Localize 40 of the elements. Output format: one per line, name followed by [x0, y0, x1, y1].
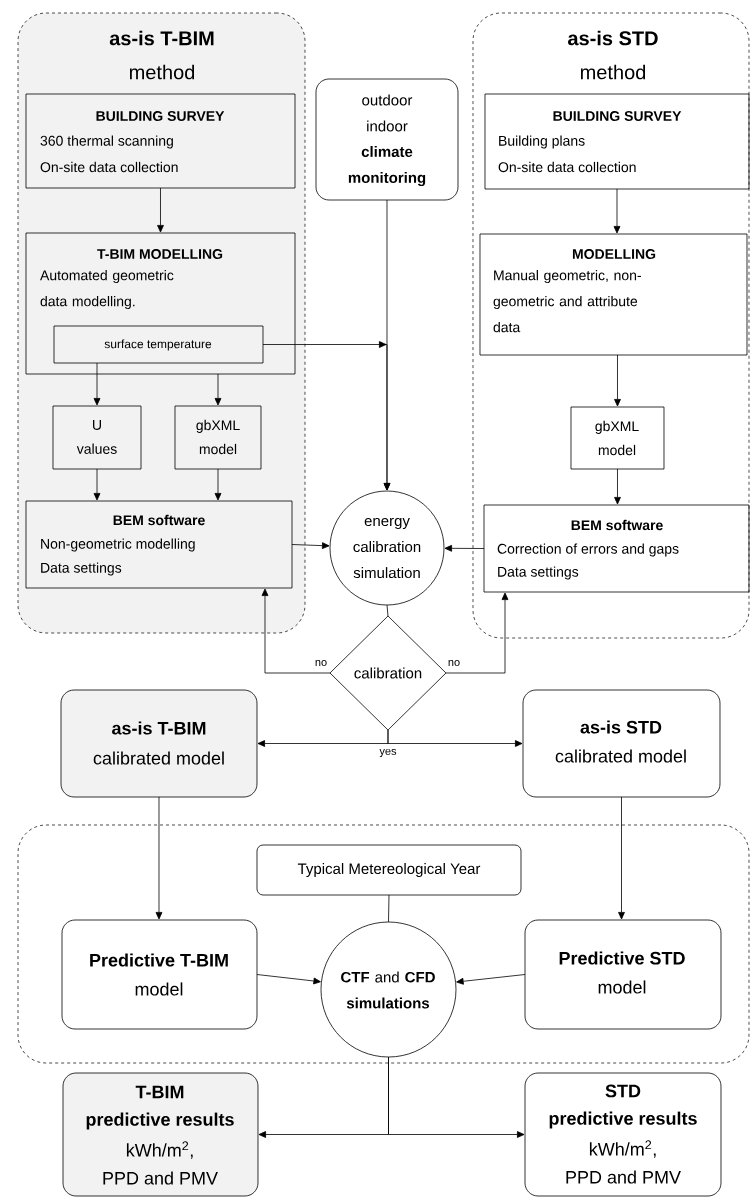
process-box: BUILDING SURVEY Building plans On-site data collection [484, 93, 750, 190]
arrow [93, 362, 101, 406]
process-box: U values [52, 405, 142, 470]
arrow [618, 796, 625, 920]
arrow [444, 544, 485, 552]
arrow [613, 188, 621, 234]
rounded-box: Typical Metereological Year [256, 844, 522, 896]
arrow [388, 1056, 525, 1138]
arrow [614, 468, 621, 505]
process-box: gbXML model [570, 406, 665, 470]
arrow [261, 588, 331, 674]
arrow [614, 354, 621, 407]
edge-label: yes [378, 747, 398, 759]
arrow [445, 592, 509, 674]
edge-label: no [446, 659, 462, 667]
process-box: gbXML model [174, 405, 262, 470]
rounded-box: Predictive T-BIM model [61, 919, 258, 1030]
process-box: MODELLING Manual geometric, non-geometric and attribute data [479, 233, 748, 356]
arrow [157, 187, 164, 233]
rounded-box: outdoor indoor climate monitoring [315, 78, 459, 201]
arrow [256, 974, 321, 985]
arrow [214, 468, 222, 501]
rounded-box: T-BIM predictive results kWh/m$^{2}$, PPD and PMV [62, 1072, 259, 1197]
arrow [383, 199, 391, 491]
edge-label: no [313, 659, 329, 667]
arrow [214, 373, 222, 406]
process-box: BUILDING SURVEY 360 thermal scanning On-site data collection [25, 93, 296, 189]
arrow [456, 974, 526, 985]
rounded-box: Predictive STD model [524, 919, 722, 1030]
process-box: BEM software Non-geometric modelling Data settings [25, 500, 293, 589]
dashed-group-box [17, 824, 750, 1064]
rounded-box: STD predictive results kWh/m$^{2}$, PPD and PMV [524, 1072, 722, 1197]
process-box: surface temperature [53, 325, 264, 364]
rounded-box: as-is T-BIM calibrated model [60, 689, 258, 798]
arrow [291, 542, 330, 549]
process-box: BEM software Correction of errors and gaps Data settings [483, 504, 750, 593]
arrow [93, 468, 101, 501]
arrow [155, 796, 163, 920]
rounded-box: as-is STD calibrated model [522, 689, 721, 798]
arrow [387, 729, 523, 747]
